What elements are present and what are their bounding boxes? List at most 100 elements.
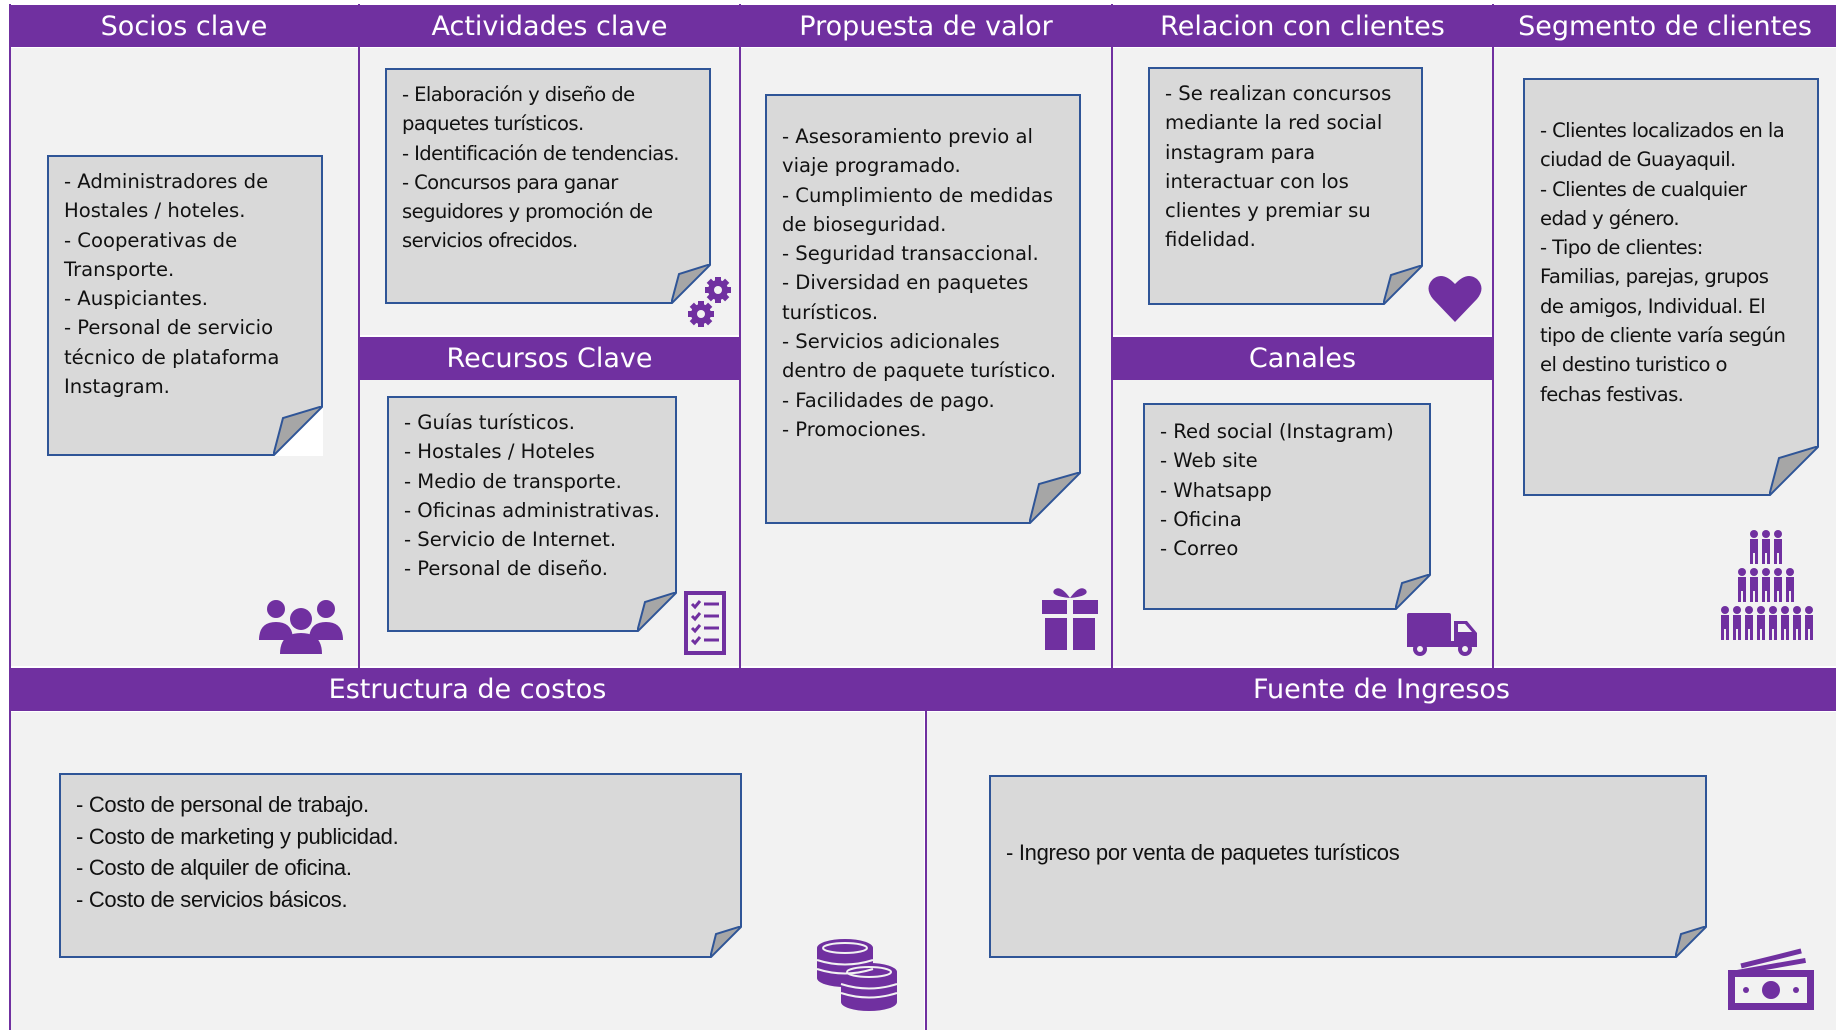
note-line: seguidores y promoción de: [402, 200, 653, 224]
note-line: interactuar con los: [1165, 169, 1349, 193]
note-line: paquetes turísticos.: [402, 112, 584, 136]
page-curl: [1395, 574, 1431, 610]
page-curl: [273, 406, 323, 456]
note-line: - Guías turísticos.: [404, 411, 575, 434]
note-line: - Tipo de clientes:: [1540, 236, 1703, 260]
note-line: - Cumplimiento de medidas: [782, 183, 1054, 207]
note-line: - Administradores de: [64, 170, 269, 193]
note-line: edad y género.: [1540, 206, 1680, 230]
note-line: - Cooperativas de: [64, 228, 238, 252]
note-line: - Costo de marketing y publicidad.: [76, 823, 399, 849]
note-line: - Personal de diseño.: [404, 557, 608, 581]
note-line: fidelidad.: [1165, 228, 1256, 252]
note-line: - Hostales / Hoteles: [404, 440, 595, 464]
divider: [739, 4, 741, 668]
note-estructura-de-costos: - Costo de personal de trabajo. - Costo …: [59, 773, 742, 958]
page-curl: [671, 264, 711, 304]
partners-people-icon: [259, 600, 343, 654]
note-line: - Auspiciantes.: [64, 287, 209, 311]
note-line: viaje programado.: [782, 154, 961, 178]
page-curl: [1675, 926, 1707, 958]
header-socios-clave: Socios clave: [10, 5, 358, 47]
header-actividades-clave: Actividades clave: [360, 5, 739, 47]
note-line: tipo de cliente varía según: [1540, 324, 1786, 348]
note-line: servicios ofrecidos.: [402, 229, 578, 253]
note-line: - Red social (Instagram): [1160, 420, 1394, 443]
note-recursos-clave: - Guías turísticos. - Hostales / Hoteles…: [387, 396, 677, 632]
note-line: - Clientes localizados en la: [1540, 119, 1785, 142]
note-line: - Medio de transporte.: [404, 469, 622, 493]
page-curl: [1383, 265, 1423, 305]
note-line: turísticos.: [782, 300, 879, 324]
note-propuesta-de-valor: - Asesoramiento previo al viaje programa…: [765, 94, 1081, 524]
header-canales: Canales: [1113, 337, 1492, 380]
note-line: - Web site: [1160, 449, 1258, 473]
note-line: - Se realizan concursos: [1165, 82, 1392, 105]
header-estructura-de-costos: Estructura de costos: [10, 668, 925, 711]
note-line: Familias, parejas, grupos: [1540, 265, 1769, 289]
note-line: - Costo de personal de trabajo.: [76, 792, 369, 817]
note-line: Transporte.: [64, 257, 175, 281]
note-line: el destino turistico o: [1540, 353, 1728, 377]
truck-icon: [1407, 613, 1477, 656]
note-line: - Costo de servicios básicos.: [76, 886, 348, 912]
note-segmento-de-clientes: - Clientes localizados en la ciudad de G…: [1523, 78, 1819, 496]
note-line: instagram para: [1165, 140, 1316, 164]
note-line: - Oficinas administrativas.: [404, 498, 661, 522]
note-actividades-clave: - Elaboración y diseño de paquetes turís…: [385, 68, 711, 304]
note-line: técnico de plataforma: [64, 345, 280, 369]
divider: [1111, 4, 1113, 668]
page-curl: [710, 926, 742, 958]
people-pyramid-icon: [1721, 530, 1813, 640]
header-relacion-con-clientes: Relacion con clientes: [1113, 5, 1492, 47]
note-line: - Clientes de cualquier: [1540, 177, 1747, 201]
note-line: Instagram.: [64, 375, 170, 399]
note-line: - Oficina: [1160, 507, 1242, 531]
note-line: - Whatsapp: [1160, 478, 1272, 502]
coins-icon: [816, 939, 898, 1011]
note-line: dentro de paquete turístico.: [782, 359, 1057, 383]
note-line: de bioseguridad.: [782, 212, 947, 236]
divider: [9, 4, 11, 1030]
header-segmento-de-clientes: Segmento de clientes: [1494, 5, 1836, 47]
note-line: - Diversidad en paquetes: [782, 271, 1029, 295]
divider: [925, 668, 927, 1030]
header-fuente-de-ingresos: Fuente de Ingresos: [927, 668, 1836, 711]
note-line: fechas festivas.: [1540, 382, 1684, 406]
checklist-icon: [684, 591, 726, 655]
note-line: - Facilidades de pago.: [782, 388, 995, 412]
note-fuente-de-ingresos: - Ingreso por venta de paquetes turístic…: [989, 775, 1707, 958]
header-propuesta-de-valor: Propuesta de valor: [741, 5, 1111, 47]
note-line: mediante la red social: [1165, 111, 1383, 135]
gears-icon: [688, 277, 731, 327]
note-line: clientes y premiar su: [1165, 199, 1371, 223]
note-line: de amigos, Individual. El: [1540, 294, 1766, 318]
note-line: - Elaboración y diseño de: [402, 83, 635, 106]
note-line: - Costo de alquiler de oficina.: [76, 855, 352, 880]
divider: [358, 4, 360, 668]
page-curl: [1029, 472, 1081, 524]
header-recursos-clave: Recursos Clave: [360, 337, 739, 380]
heart-icon: [1428, 275, 1482, 322]
note-line: - Ingreso por venta de paquetes turístic…: [1006, 840, 1400, 865]
note-line: - Asesoramiento previo al: [782, 125, 1033, 148]
page-curl: [637, 592, 677, 632]
note-line: ciudad de Guayaquil.: [1540, 148, 1736, 172]
note-line: - Servicios adicionales: [782, 330, 1000, 354]
note-line: - Identificación de tendencias.: [402, 141, 680, 165]
note-canales: - Red social (Instagram) - Web site - Wh…: [1143, 403, 1431, 610]
note-relacion-con-clientes: - Se realizan concursos mediante la red …: [1148, 67, 1423, 305]
note-line: - Personal de servicio: [64, 316, 274, 340]
page-curl: [1769, 446, 1819, 496]
money-icon: [1728, 948, 1814, 1010]
gift-icon: [1042, 588, 1098, 650]
divider: [1492, 4, 1494, 668]
note-line: - Seguridad transaccional.: [782, 242, 1039, 266]
note-line: - Promociones.: [782, 417, 927, 441]
note-line: Hostales / hoteles.: [64, 199, 246, 223]
note-line: - Correo: [1160, 537, 1239, 561]
note-line: - Servicio de Internet.: [404, 528, 617, 552]
note-socios-clave: - Administradores de Hostales / hoteles.…: [47, 155, 323, 456]
note-line: - Concursos para ganar: [402, 170, 618, 194]
